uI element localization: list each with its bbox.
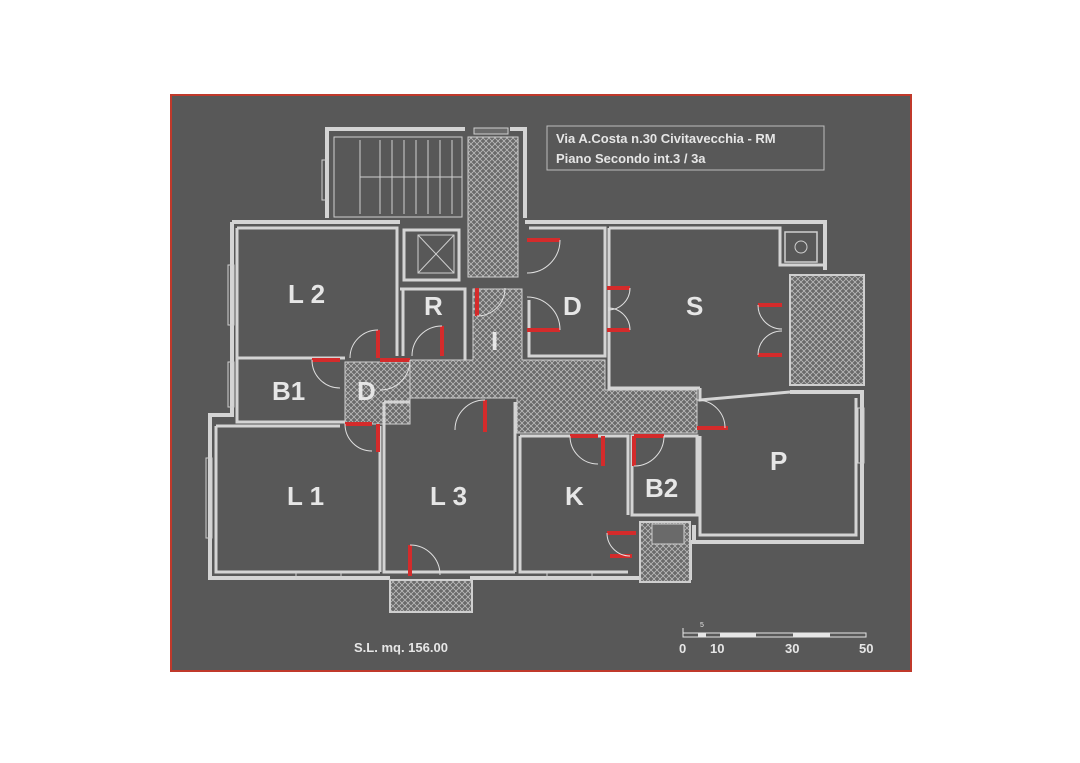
room-label-l1: L 1 (287, 481, 324, 511)
room-label-d-top: D (563, 291, 582, 321)
elevator (402, 228, 461, 282)
scale-label-0: 0 (679, 641, 686, 656)
scale-label-10: 10 (710, 641, 724, 656)
windows (205, 159, 865, 580)
address-line: Via A.Costa n.30 Civitavecchia - RM (556, 131, 776, 146)
scale-label-50: 50 (859, 641, 873, 656)
room-labels: L 2 R I D S B1 D L 1 L 3 K B2 P (272, 279, 787, 511)
room-label-d-left: D (357, 376, 376, 406)
room-label-b2: B2 (645, 473, 678, 503)
scale-bar: 5 0 10 30 50 (679, 622, 873, 656)
balconies (389, 274, 865, 613)
room-label-p: P (770, 446, 787, 476)
surface-area-label: S.L. mq. 156.00 (354, 640, 448, 655)
corridor-floor (344, 288, 698, 434)
address-box: Via A.Costa n.30 Civitavecchia - RM Pian… (546, 125, 825, 171)
scale-label-small: 5 (700, 622, 704, 629)
scale-label-30: 30 (785, 641, 799, 656)
room-label-r: R (424, 291, 443, 321)
room-label-l2: L 2 (288, 279, 325, 309)
room-label-l3: L 3 (430, 481, 467, 511)
door-swings (311, 239, 783, 576)
room-label-k: K (565, 481, 584, 511)
room-label-s: S (686, 291, 703, 321)
room-label-i: I (491, 326, 498, 356)
doors (312, 238, 782, 576)
floor-line: Piano Secondo int.3 / 3a (556, 151, 706, 166)
room-label-b1: B1 (272, 376, 305, 406)
staircase (325, 127, 527, 278)
